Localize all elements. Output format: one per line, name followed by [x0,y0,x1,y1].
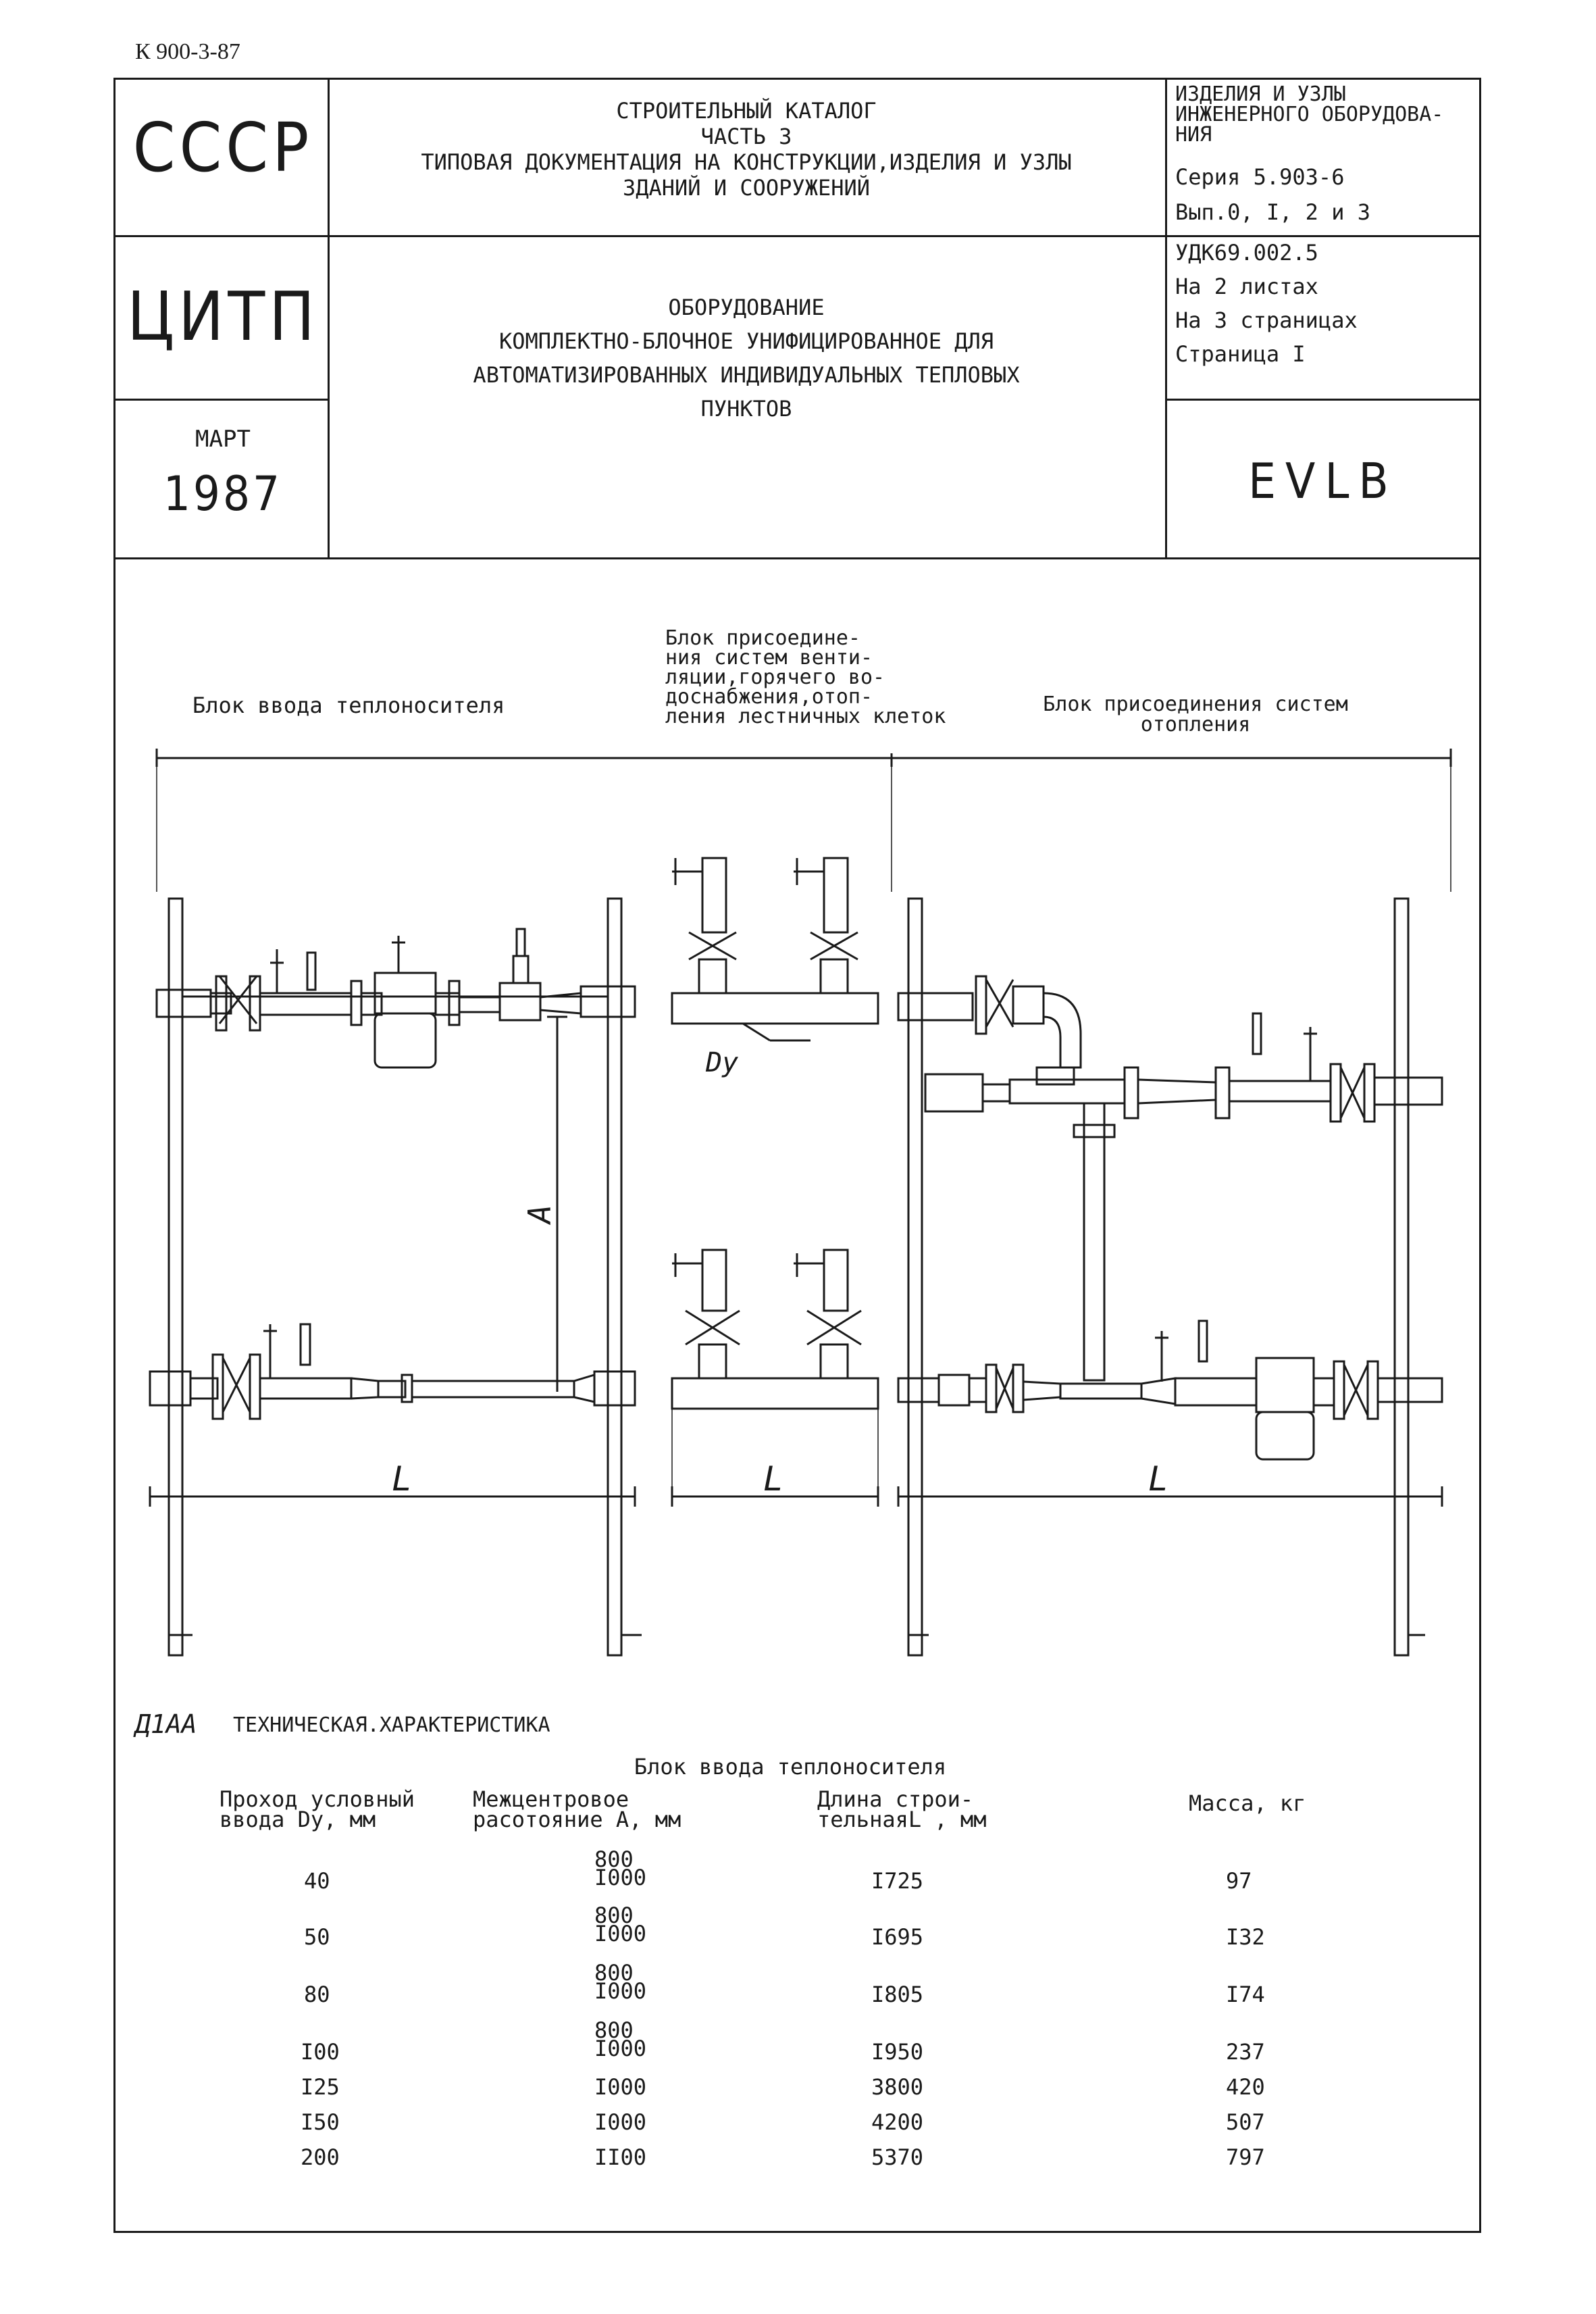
header-col3-line [1165,78,1167,557]
cell-mass: 507 [1226,2109,1265,2135]
header-col1-line [328,78,330,557]
cell-a-top: 800 [594,2017,634,2043]
document-code: К 900-3-87 [135,39,240,64]
cell-a: II00 [594,2144,647,2170]
block1-label: Блок ввода теплоносителя [192,693,505,718]
cell-mass: I74 [1226,1982,1265,2007]
catalog-title: СТРОИТЕЛЬНЫЙ КАТАЛОГ ЧАСТЬ 3 ТИПОВАЯ ДОК… [421,98,1072,201]
cell-a-top: 800 [594,1960,634,1986]
cell-a: I000 [594,2074,647,2100]
cell-dy: 80 [304,1982,330,2007]
dim-a-label: A [521,1205,558,1224]
specs-subtitle: Блок ввода теплоносителя [634,1754,947,1780]
cell-l: 5370 [871,2144,924,2170]
issue-year: 1987 [163,466,283,522]
col-header-dy: Проход условный ввода Dy, мм [220,1786,415,1832]
cell-a-top: 800 [594,1903,634,1928]
cell-l: 4200 [871,2109,924,2135]
cell-dy: I00 [301,2039,340,2065]
col-header-l: Длина строи- тельнаяL , мм [817,1786,987,1832]
issue-month: МАРТ [195,426,251,453]
cell-dy: I25 [301,2074,340,2100]
cell-mass: 237 [1226,2039,1265,2065]
document-title: ОБОРУДОВАНИЕ КОМПЛЕКТНО-БЛОЧНОЕ УНИФИЦИР… [473,295,1020,422]
cell-a: I000 [594,1865,647,1890]
dim-dy-label: Dy [706,1047,739,1078]
issues-label: Вып.0, I, 2 и 3 [1175,199,1370,225]
cell-mass: I32 [1226,1924,1265,1950]
specs-code: Д1АА [135,1709,197,1739]
header-right-row1 [1165,235,1481,237]
col-header-mass: Масса, кг [1189,1790,1306,1816]
cell-dy: 40 [304,1868,330,1894]
pages-label: На 3 страницах [1175,307,1358,333]
specs-title: ТЕХНИЧЕСКАЯ.ХАРАКТЕРИСТИКА [233,1713,550,1737]
udk-label: УДК69.002.5 [1175,240,1318,266]
org-ussr: СССР [132,108,313,187]
block2-label: Блок присоедине- ния систем венти- ляции… [665,626,946,728]
header-row2-line [113,399,328,401]
cell-l: 3800 [871,2074,924,2100]
header-row1-line [113,235,1165,237]
cell-mass: 797 [1226,2144,1265,2170]
header-bottom-line [113,557,1481,559]
cell-l: I725 [871,1868,924,1894]
cell-l: I805 [871,1982,924,2007]
cell-a: I000 [594,1978,647,2004]
org-citp: ЦИТП [127,277,319,356]
cell-a: I000 [594,2036,647,2061]
col-header-a: Межцентровое расотояние А, мм [473,1786,681,1832]
cell-mass: 420 [1226,2074,1265,2100]
cell-mass: 97 [1226,1868,1252,1894]
header-right-row2 [1165,399,1481,401]
cell-a-top: 800 [594,1846,634,1872]
page-frame [113,78,1481,2233]
dim-l-block2: L [763,1459,784,1499]
sheets-label: На 2 листах [1175,274,1318,299]
cell-dy: 200 [301,2144,340,2170]
cell-dy: I50 [301,2109,340,2135]
cell-a: I000 [594,1921,647,1946]
dim-l-block1: L [392,1459,413,1499]
series-label: Серия 5.903-6 [1175,164,1345,190]
document-code-evlb: EVLB [1248,453,1398,509]
dim-l-block3: L [1148,1459,1169,1499]
cell-l: I695 [871,1924,924,1950]
cell-a: I000 [594,2109,647,2135]
block3-label: Блок присоединения систем отопления [1043,693,1348,736]
page-label: Страница I [1175,341,1306,367]
cell-l: I950 [871,2039,924,2065]
cell-dy: 50 [304,1924,330,1950]
section-name: ИЗДЕЛИЯ И УЗЛЫ ИНЖЕНЕРНОГО ОБОРУДОВА- НИ… [1175,82,1444,147]
